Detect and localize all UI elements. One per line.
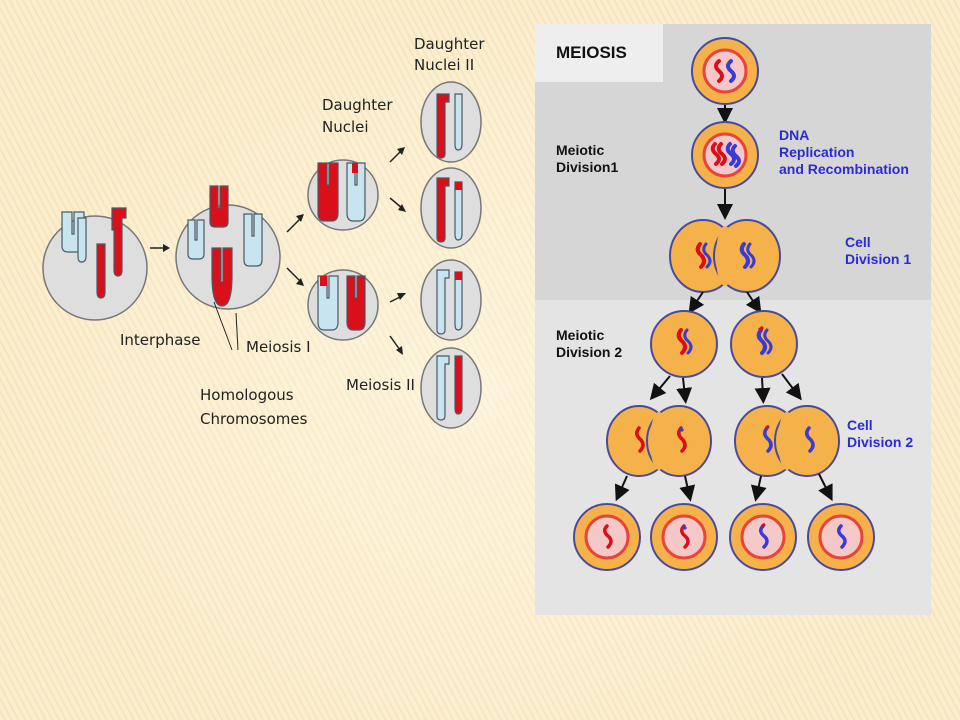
chromosome-red [111,207,127,277]
daughter-nucleus-ii-3 [420,259,482,341]
dividing-cell-2-right [734,405,840,477]
daughter-nucleus-top [307,159,379,231]
pointer-line [213,301,233,351]
meiosis-2-label: Meiosis II [346,376,415,394]
daughter-nuclei-label-line2: Nuclei [322,118,369,136]
meiosis-1-label: Meiosis I [246,338,311,356]
initial-cell [691,37,759,105]
daughter-nucleus-ii-2 [420,167,482,249]
daughter-nuclei-ii-label-line1: Daughter [414,35,485,53]
meiosis-flow-diagram: MEIOSIS [556,37,913,571]
meiotic-division-2-label-line1: Meiotic [556,327,604,343]
cell-division-1-label-line2: Division 1 [845,251,911,267]
chromosome-light [77,217,87,263]
cell-division-2-label-line1: Cell [847,417,873,433]
meiosis-1-cell [175,185,281,310]
chromosome-red [96,243,106,299]
replicated-cell [691,121,759,189]
homologous-label-line1: Homologous [200,386,294,404]
cell-division-2-label-line2: Division 2 [847,434,913,450]
interphase-cell [42,207,148,321]
gamete-cell-3 [729,503,797,571]
daughter-nuclei-label-line1: Daughter [322,96,393,114]
daughter-nucleus-bottom [307,269,379,341]
meiosis-panel: MEIOSIS [535,24,931,615]
dna-label-line1: DNA [779,127,809,143]
gamete-cell-4 [807,503,875,571]
division-2-cell-right [730,310,798,378]
division-2-cell-left [650,310,718,378]
meiotic-division-1-label-line2: Division1 [556,159,618,175]
meiotic-division-2-label-line2: Division 2 [556,344,622,360]
dividing-cell-1 [669,219,781,293]
daughter-nucleus-ii-4 [420,347,482,429]
cell-division-1-label-line1: Cell [845,234,871,250]
gamete-cell-1 [573,503,641,571]
daughter-nuclei-ii-label-line2: Nuclei II [414,56,474,74]
dividing-cell-2-left [606,405,712,477]
meiotic-division-1-label-line1: Meiotic [556,142,604,158]
dna-label-line2: Replication [779,144,854,160]
dna-label-line3: and Recombination [779,161,909,177]
pointer-line [235,312,239,351]
meiosis-illustration: Interphase Meiosis I Homologous Chromoso… [42,35,485,429]
panel-title: MEIOSIS [556,43,627,62]
gamete-cell-2 [650,503,718,571]
interphase-label: Interphase [120,331,200,349]
panel-title-box [535,24,663,82]
daughter-nucleus-ii-1 [420,81,482,163]
homologous-label-line2: Chromosomes [200,410,308,428]
